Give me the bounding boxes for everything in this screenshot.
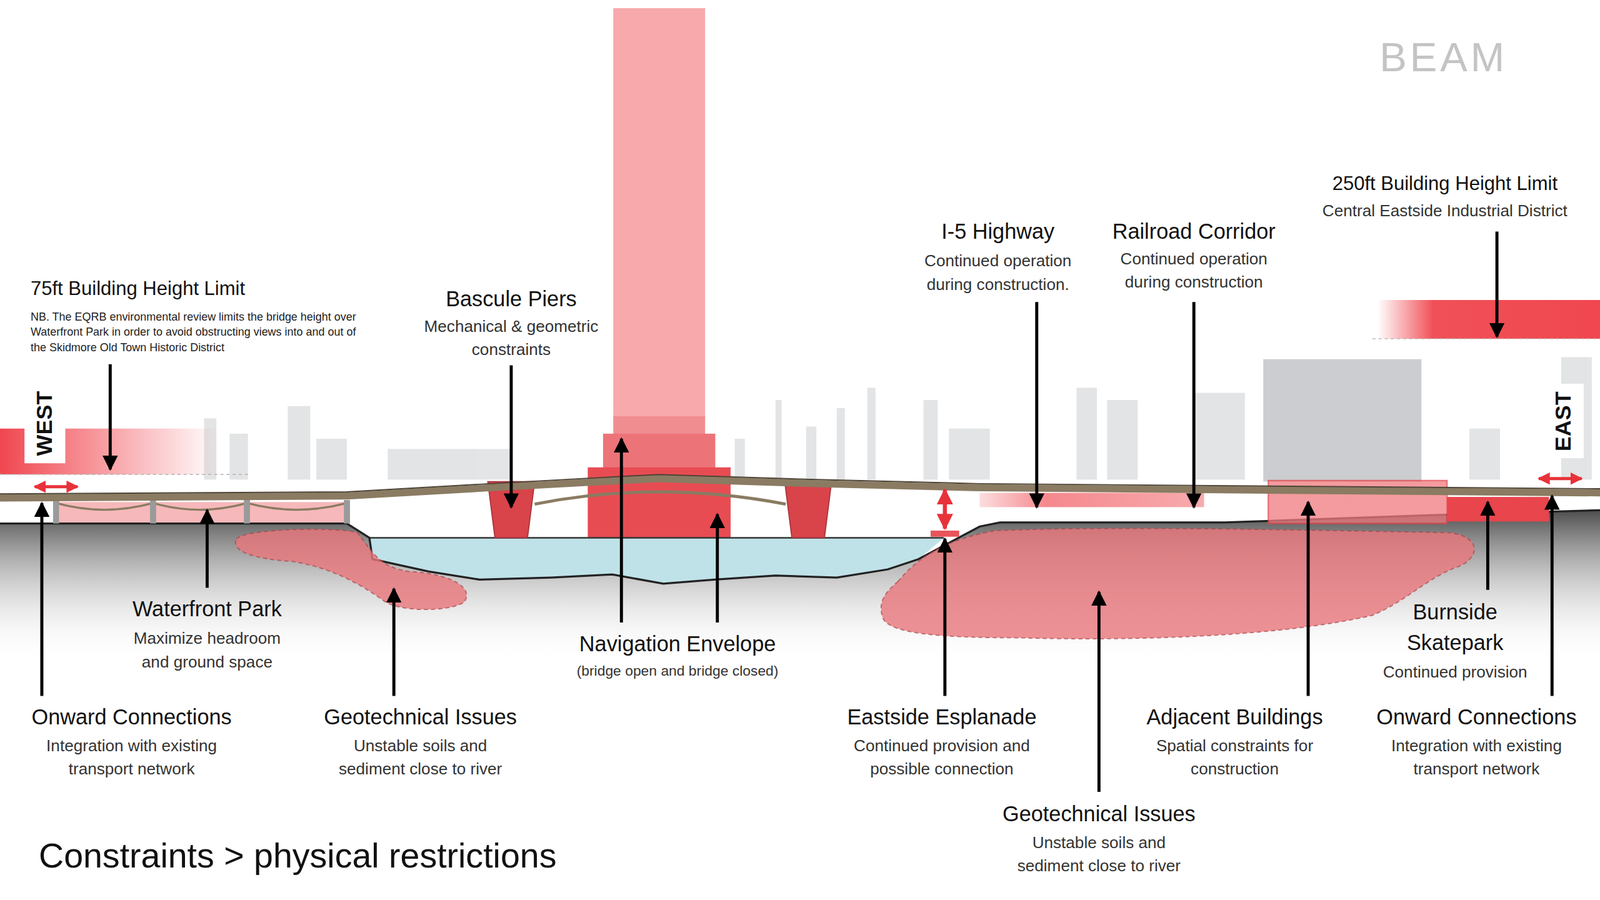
- callout-heading: Railroad Corridor: [1081, 218, 1307, 244]
- callout-note: Continued provision: [1363, 660, 1547, 684]
- callout-note: (bridge open and bridge closed): [545, 660, 810, 681]
- callout-note: NB. The EQRB environmental review limits…: [30, 309, 368, 355]
- callout-heading: Adjacent Buildings: [1122, 704, 1347, 730]
- callout-note: Continued operation during construction.: [908, 248, 1088, 297]
- direction-tag: WEST: [24, 383, 65, 464]
- callout-note: Maximize headroom and ground space: [125, 626, 289, 674]
- slide-title: Constraints > physical restrictions: [38, 835, 557, 877]
- callout-heading: 75ft Building Height Limit: [30, 277, 337, 301]
- callout-heading: Eastside Esplanade: [824, 704, 1060, 730]
- callout-note: Spatial constraints for construction: [1132, 733, 1337, 782]
- callout-heading: Bascule Piers: [409, 285, 614, 312]
- callout-heading: Geotechnical Issues: [303, 704, 539, 730]
- callout-note: Central Eastside Industrial District: [1296, 198, 1593, 223]
- callout-note: Unstable soils and sediment close to riv…: [1006, 830, 1191, 879]
- callout-heading: Waterfront Park: [95, 595, 320, 622]
- direction-label: EAST: [1550, 391, 1577, 452]
- callout-note: Continued operation during construction: [1104, 246, 1284, 295]
- callout-heading: Navigation Envelope: [545, 630, 810, 657]
- callout-note: Mechanical & geometric constraints: [409, 314, 614, 362]
- callout-heading: 250ft Building Height Limit: [1296, 172, 1593, 196]
- callout-note: Continued provision and possible connect…: [835, 733, 1050, 782]
- callout-heading: Geotechnical Issues: [981, 801, 1217, 827]
- callout-heading: Burnside Skatepark: [1388, 596, 1522, 659]
- callout-note: Integration with existing transport netw…: [1364, 733, 1589, 782]
- callout-note: Integration with existing transport netw…: [19, 733, 244, 782]
- callout-heading: Onward Connections: [9, 704, 255, 730]
- callout-note: Unstable soils and sediment close to riv…: [328, 733, 513, 782]
- direction-tag: EAST: [1543, 383, 1584, 459]
- watermark: BEAM: [1379, 32, 1554, 82]
- direction-label: WEST: [31, 391, 59, 457]
- callout-heading: Onward Connections: [1359, 704, 1595, 730]
- callout-heading: I-5 Highway: [895, 218, 1100, 244]
